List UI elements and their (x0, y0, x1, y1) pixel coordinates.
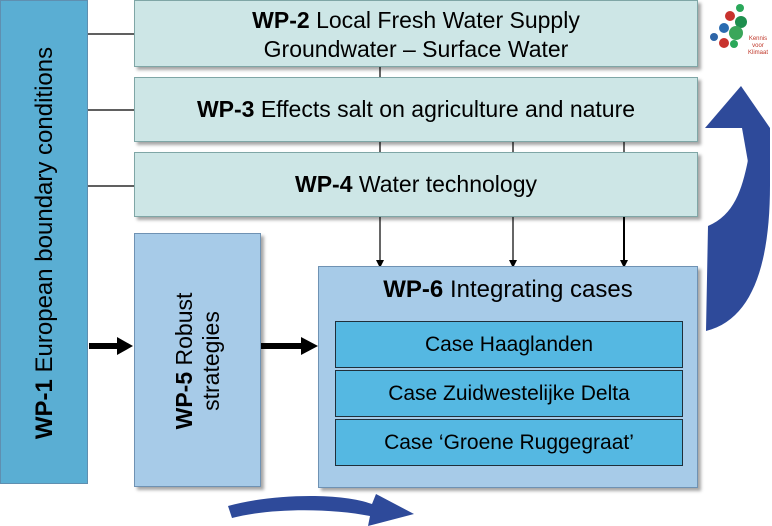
wp4-title: Water technology (358, 171, 538, 197)
logo-dots-icon (710, 4, 747, 48)
wp4-box: WP-4 Water technology (134, 152, 698, 217)
wp6-heading: WP-6 Integrating cases (319, 276, 697, 304)
wp1-box: WP-1 European boundary conditions (0, 0, 88, 484)
logo-text-2: voor (752, 43, 764, 49)
kennis-voor-klimaat-logo: Kennis voor Klimaat (700, 0, 772, 70)
wp2-box: WP-2 Local Fresh Water Supply Groundwate… (134, 0, 698, 67)
cycle-arrow-bottom (228, 494, 414, 526)
wp4-id: WP-4 (294, 171, 353, 197)
wp6-box: WP-6 Integrating cases Case Haaglanden C… (318, 266, 698, 488)
wp3-title: Effects salt on agriculture and nature (260, 96, 636, 122)
case-groene-ruggegraat: Case ‘Groene Ruggegraat’ (335, 419, 683, 466)
case-zuidwestelijke-delta: Case Zuidwestelijke Delta (335, 370, 683, 417)
logo-text-1: Kennis (748, 36, 768, 42)
arrow-wp5-wp6 (261, 337, 318, 355)
wp2-title: Local Fresh Water Supply (316, 7, 580, 33)
wp6-id: WP-6 (383, 276, 444, 303)
cycle-arrow-right (705, 86, 770, 331)
wp2-id: WP-2 (252, 7, 310, 33)
wp5-box: WP-5 Robust strategies (134, 233, 261, 487)
arrow-wp1-wp5 (89, 337, 133, 355)
wp2-line1: WP-2 Local Fresh Water Supply (135, 6, 697, 35)
wp6-title: Integrating cases (449, 276, 633, 303)
wp3-id: WP-3 (196, 96, 255, 122)
logo-text-3: Klimaat (748, 50, 769, 56)
wp3-box: WP-3 Effects salt on agriculture and nat… (134, 77, 698, 142)
case-haaglanden: Case Haaglanden (335, 321, 683, 368)
wp2-line2: Groundwater – Surface Water (263, 36, 569, 62)
